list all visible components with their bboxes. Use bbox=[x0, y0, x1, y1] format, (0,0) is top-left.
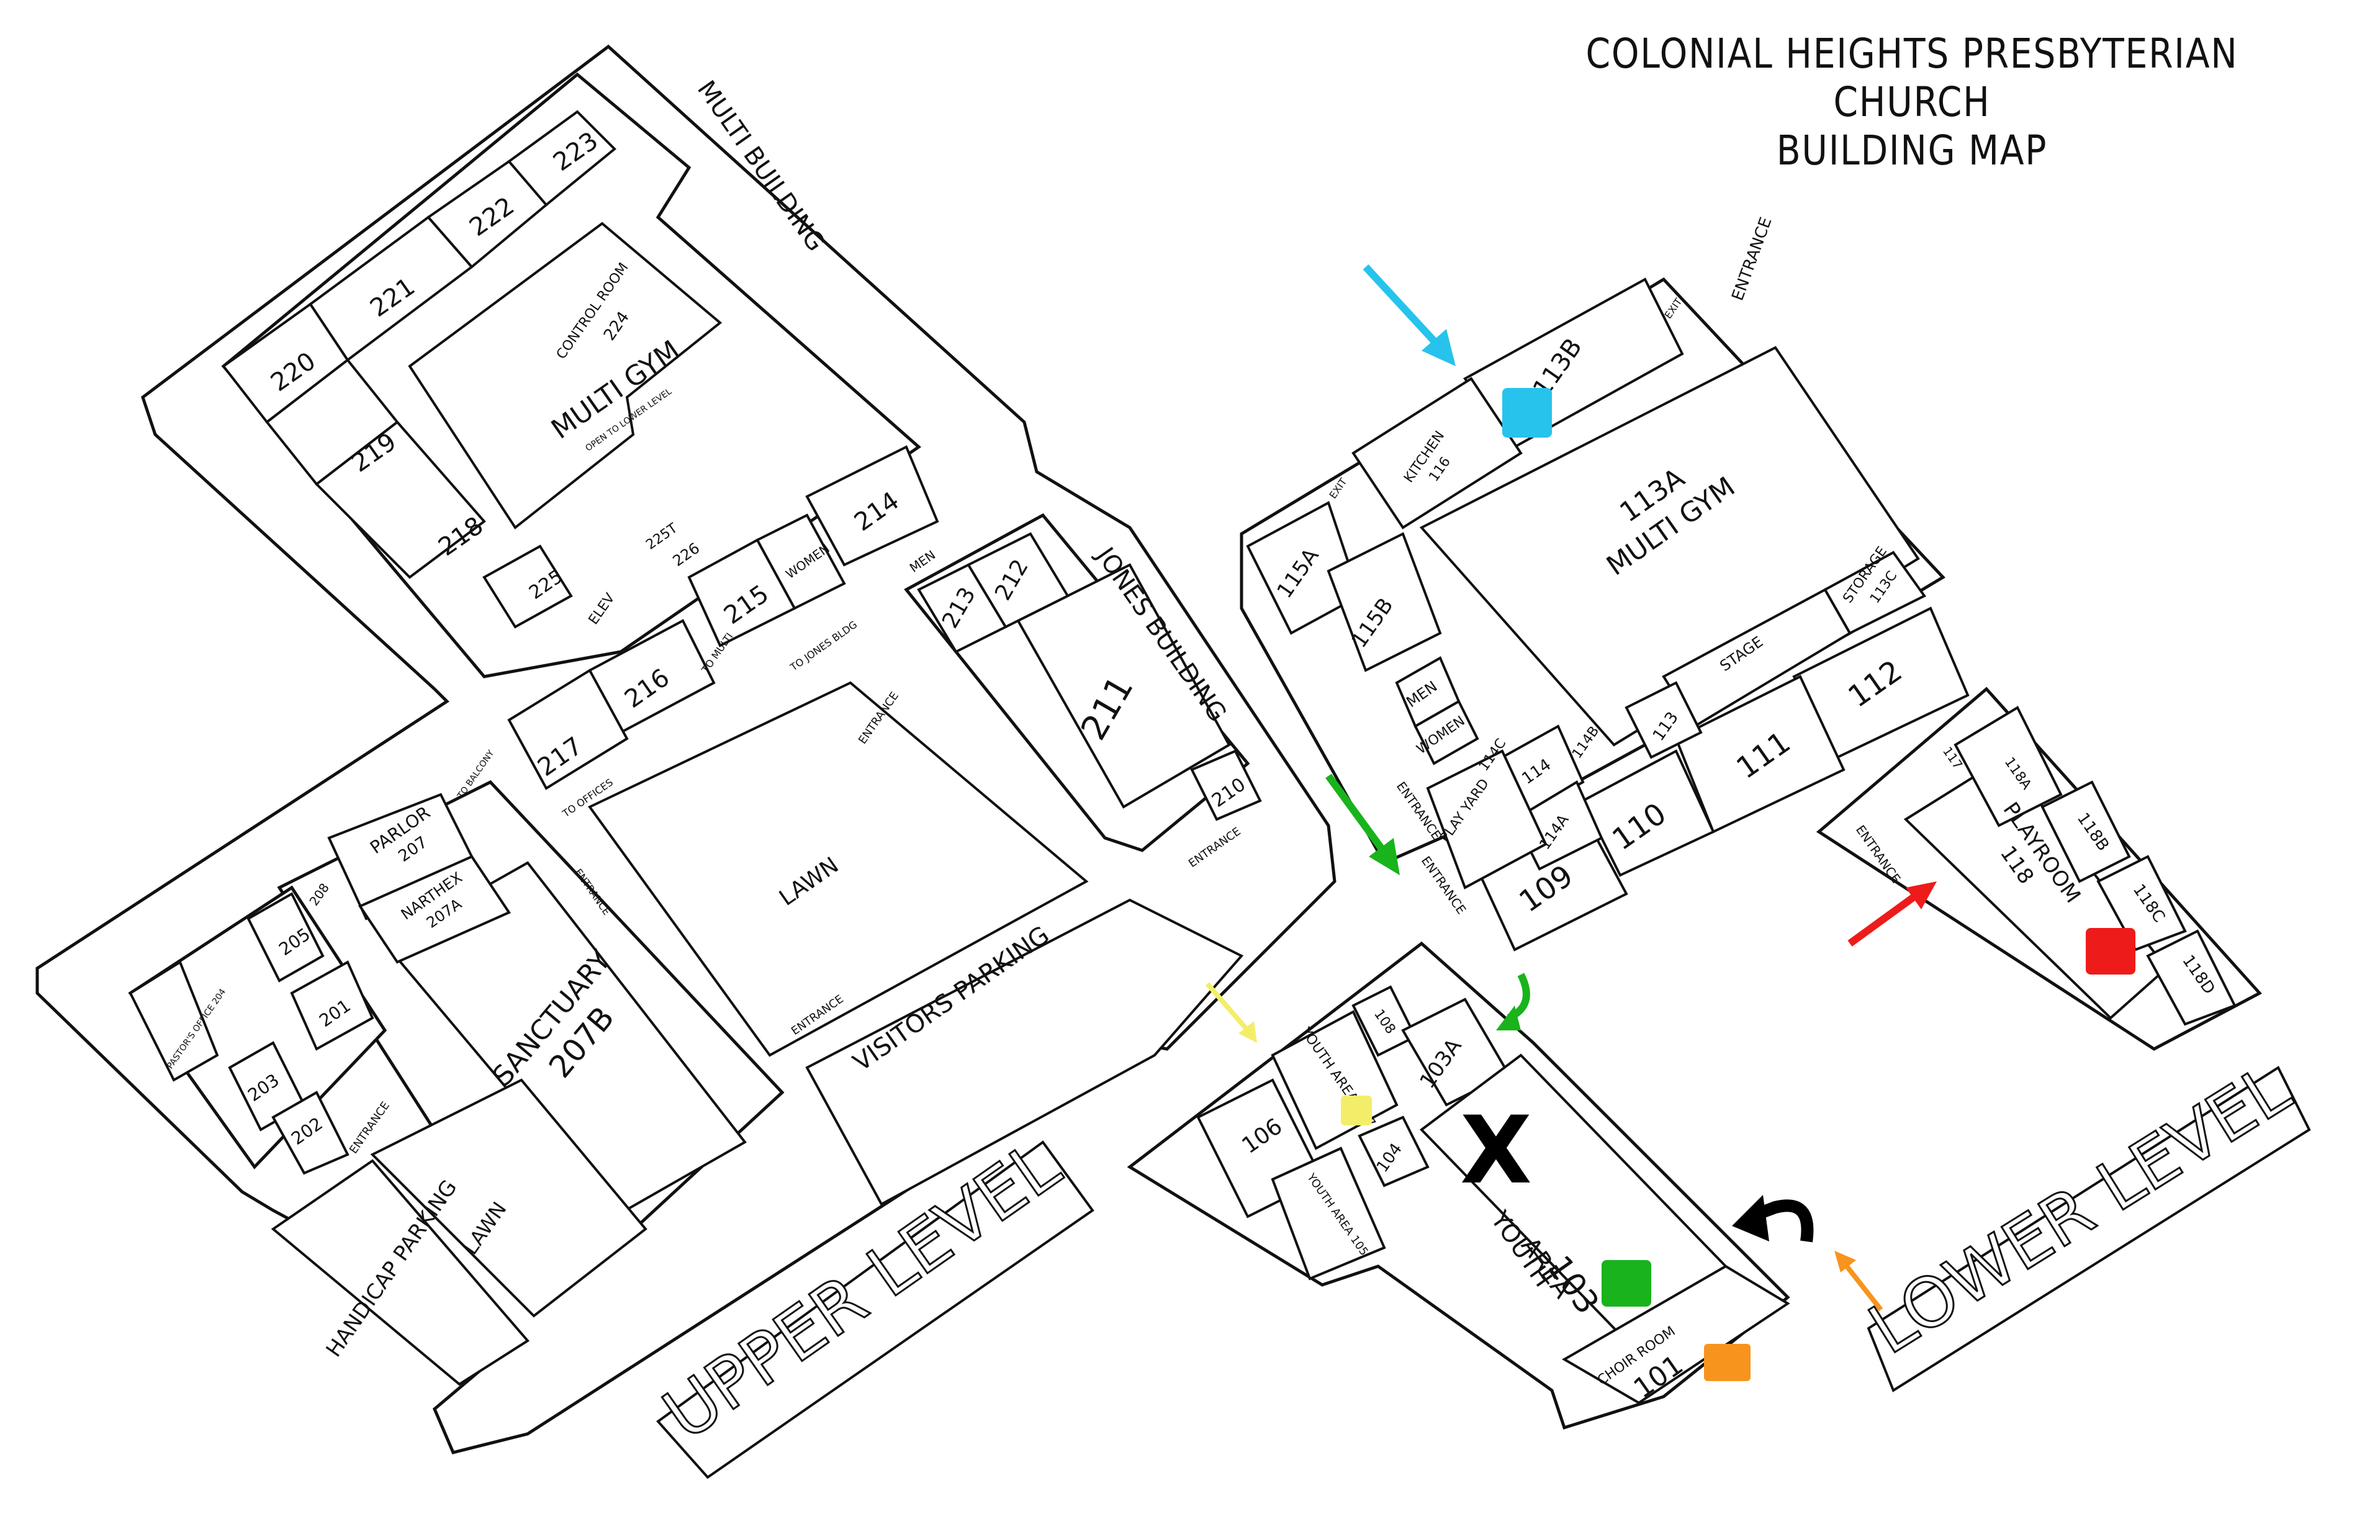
room-111 bbox=[1674, 675, 1846, 834]
label-entrance-lower-1: ENTRANCE bbox=[1728, 215, 1775, 303]
room-118c bbox=[2096, 855, 2187, 952]
room-115b bbox=[1327, 532, 1442, 672]
room-201 bbox=[290, 960, 374, 1051]
room-204 bbox=[128, 960, 219, 1082]
black-curved-arrow bbox=[1748, 1199, 1814, 1243]
room-105 bbox=[1271, 1146, 1386, 1281]
green-marker bbox=[1602, 1260, 1651, 1307]
orange-marker bbox=[1704, 1344, 1751, 1381]
room-118d bbox=[2146, 929, 2237, 1026]
cyan-marker bbox=[1502, 388, 1552, 438]
room-223 bbox=[507, 110, 616, 207]
green-arrow bbox=[1325, 773, 1400, 875]
room-kitchen bbox=[1351, 377, 1523, 529]
multi-gym-upper bbox=[408, 222, 723, 529]
room-storage bbox=[1823, 551, 1926, 635]
lawn-upper-lower bbox=[370, 1078, 647, 1318]
map-title: COLONIAL HEIGHTS PRESBYTERIAN CHURCH BUI… bbox=[1512, 30, 2312, 175]
room-women-lower bbox=[1413, 700, 1479, 765]
room-211 bbox=[1016, 563, 1231, 809]
room-218 bbox=[314, 420, 486, 579]
room-110 bbox=[1581, 749, 1715, 877]
label-entrance-upper-4: ENTRANCE bbox=[1186, 825, 1243, 870]
room-225 bbox=[482, 544, 573, 629]
cyan-arrow bbox=[1363, 264, 1456, 366]
label-to-jones: TO JONES BLDG bbox=[788, 618, 860, 673]
upper-site-outline bbox=[35, 44, 1336, 1454]
handicap-parking-area bbox=[271, 1159, 530, 1386]
title-line-2: BUILDING MAP bbox=[1776, 127, 2048, 174]
room-104 bbox=[1358, 1115, 1430, 1187]
room-205 bbox=[246, 892, 325, 983]
lawn-upper-center bbox=[587, 681, 1089, 1057]
lower-level-plate: LOWER LEVEL bbox=[1855, 1048, 2311, 1392]
visitors-parking-area bbox=[805, 898, 1244, 1206]
room-113 bbox=[1625, 681, 1703, 759]
yellow-arrow bbox=[1205, 982, 1257, 1043]
room-play-yard bbox=[1426, 749, 1548, 889]
room-113a bbox=[1419, 346, 1920, 747]
room-212 bbox=[967, 532, 1070, 629]
red-marker bbox=[2086, 928, 2135, 975]
room-101 bbox=[1562, 1264, 1790, 1405]
x-marker: X bbox=[1460, 1097, 1532, 1205]
lower-level: LOWER LEVEL 113B KITCHEN 116 113A MULTI … bbox=[1127, 215, 2311, 1430]
markers: X bbox=[1205, 264, 2135, 1381]
room-narthex bbox=[358, 855, 511, 964]
room-women-upper bbox=[755, 513, 846, 610]
lower-level-label: LOWER LEVEL bbox=[1855, 1048, 2303, 1369]
room-118a bbox=[1954, 706, 2063, 827]
room-210 bbox=[1190, 749, 1262, 821]
room-214 bbox=[805, 445, 939, 567]
room-118b bbox=[2040, 780, 2131, 883]
red-arrow bbox=[1847, 881, 1937, 947]
title-line-1: COLONIAL HEIGHTS PRESBYTERIAN CHURCH bbox=[1585, 30, 2238, 126]
room-217 bbox=[507, 669, 629, 790]
upper-level: UPPER LEVEL MULTI BUILDING JONES BUILDIN… bbox=[35, 44, 1336, 1479]
yellow-marker bbox=[1341, 1096, 1372, 1125]
upper-level-label: UPPER LEVEL bbox=[649, 1125, 1074, 1456]
orange-arrow bbox=[1834, 1251, 1883, 1312]
room-202 bbox=[271, 1091, 349, 1175]
green-curved-arrowhead bbox=[1496, 1006, 1521, 1030]
label-men-upper: MEN bbox=[907, 547, 939, 575]
black-curved-arrowhead bbox=[1732, 1195, 1769, 1241]
multi-building-label: MULTI BUILDING bbox=[692, 76, 830, 257]
